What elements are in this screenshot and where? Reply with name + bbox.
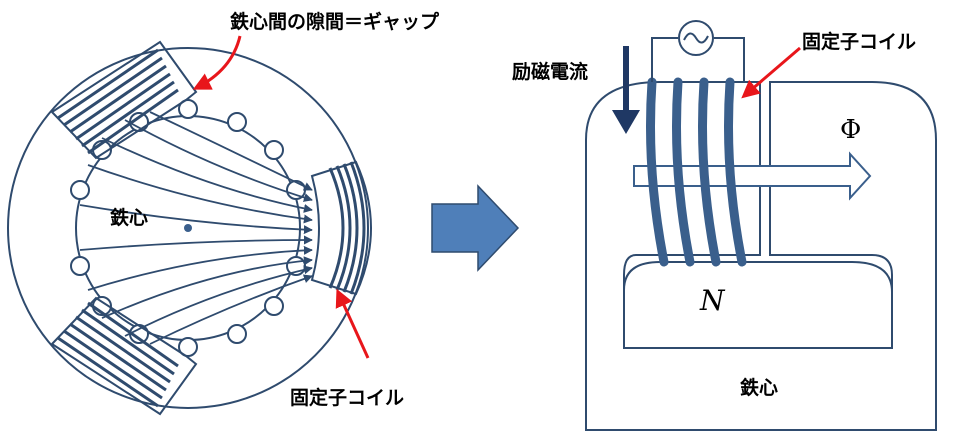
- coil-lower-left: [57, 301, 179, 408]
- magnetic-circuit: [585, 81, 937, 431]
- rotor-slots: [70, 99, 306, 357]
- slot-6: [264, 296, 284, 316]
- flux-label: Φ: [840, 115, 861, 145]
- slot-1: [178, 99, 198, 119]
- core-right-label: 鉄心: [740, 376, 778, 399]
- slot-11: [70, 256, 90, 276]
- flux-lines-left: [79, 111, 313, 345]
- coil-right: [328, 161, 366, 295]
- slot-7: [227, 324, 247, 344]
- pole-shoe-upper-left: [50, 40, 198, 160]
- slot-12: [70, 180, 90, 200]
- excitation-current-arrow: [612, 46, 640, 134]
- stator-outer-ring: [7, 47, 369, 409]
- coil-left-label: 固定子コイル: [290, 386, 404, 409]
- excitation-label: 励磁電流: [512, 60, 588, 83]
- stator-cross-section: [7, 40, 372, 416]
- core-left-label: 鉄心: [110, 206, 148, 229]
- gap-label: 鉄心間の隙間＝ギャップ: [230, 10, 440, 33]
- pole-shoe-right: [310, 160, 372, 296]
- right-arrow-icon: [431, 184, 520, 272]
- north-pole-block: [623, 261, 893, 348]
- slot-2: [227, 112, 247, 132]
- coil-right-pointer: [741, 46, 801, 99]
- flux-arrow: [633, 151, 872, 201]
- coil-circuit-wires: [651, 37, 745, 82]
- coil-right-label: 固定子コイル: [802, 30, 916, 53]
- pole-shoe-lower-left: [50, 296, 198, 416]
- coil-right-windings: [646, 77, 747, 267]
- coil-left-pointer: [335, 288, 370, 359]
- rotor-center: [184, 224, 192, 232]
- north-pole-label: N: [699, 284, 726, 317]
- coil-upper-left: [57, 48, 179, 155]
- slot-3: [264, 140, 284, 160]
- slot-8: [178, 337, 198, 357]
- gap-pointer: [192, 35, 242, 90]
- ac-source-icon: [678, 20, 714, 56]
